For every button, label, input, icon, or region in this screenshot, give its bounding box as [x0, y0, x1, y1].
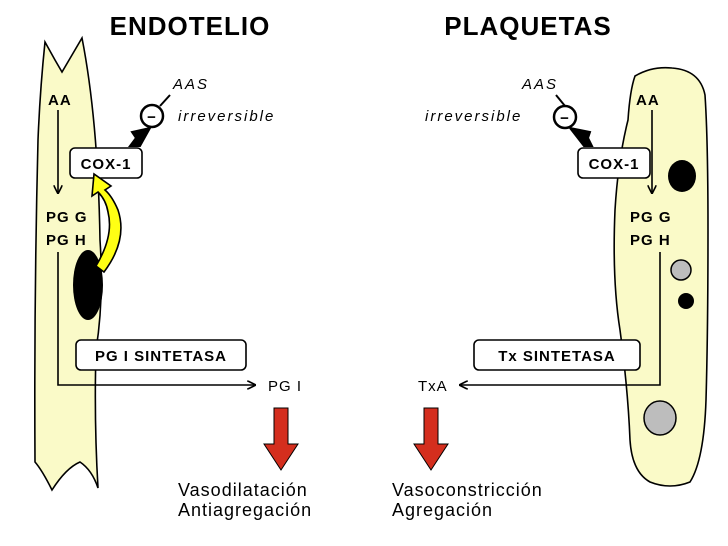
endothelium-effect-vasodilation: Vasodilatación: [178, 480, 308, 500]
platelet-dense-granule: [668, 160, 696, 192]
endothelium-irreversible-label: irreversible: [178, 108, 275, 125]
endothelium-cox1-box: [69, 147, 143, 179]
platelet-tx-synthase-box: [473, 339, 641, 371]
platelet-cox1-box: [577, 147, 651, 179]
platelet-inhibition-arrowhead: [567, 126, 594, 147]
endothelium-effect-arrow: [263, 407, 299, 471]
endothelium-effect-antiaggregation: Antiagregación: [178, 500, 312, 520]
endothelium-minus-sign: −: [147, 109, 157, 126]
endothelium-pgh-to-pgi-arrow: [57, 252, 255, 385]
platelet-cox1-label: COX-1: [589, 156, 640, 173]
platelet-aa-label: AA: [636, 92, 660, 109]
endothelium-inhibition-arrowhead: [128, 126, 152, 147]
platelet-minus-sign: −: [560, 110, 570, 127]
platelet-txa-product: TxA: [418, 378, 448, 395]
platelet-effect-vasoconstriction: Vasoconstricción: [392, 480, 543, 500]
title-endothelium: ENDOTELIO: [110, 11, 271, 41]
platelet-aas-label: AAS: [521, 76, 558, 93]
endothelium-yellow-feedback-arrow: [91, 172, 122, 274]
endothelium-aa-label: AA: [48, 92, 72, 109]
title-platelets: PLAQUETAS: [444, 11, 611, 41]
endothelium-inhibitor-link: [159, 94, 171, 107]
endothelium-nucleus: [73, 250, 103, 320]
platelet-granule-small-black: [678, 293, 694, 309]
endothelium-pgi-product: PG I: [268, 378, 302, 395]
endothelium-pgh-label: PG H: [46, 232, 87, 249]
endothelium-cox1-label: COX-1: [81, 156, 132, 173]
platelet-pgh-to-txa-arrow: [460, 252, 661, 385]
platelet-pgg-label: PG G: [630, 209, 672, 226]
endothelium-aas-label: AAS: [172, 76, 209, 93]
platelet-effect-arrow: [413, 407, 449, 471]
platelet-minus-badge: [552, 104, 578, 130]
platelet-inhibitor-link: [555, 94, 566, 107]
endothelium-pgi-synthase-label: PG I SINTETASA: [95, 348, 227, 365]
platelet-granule-small-gray: [670, 259, 692, 281]
platelet-effect-aggregation: Agregación: [392, 500, 493, 520]
endothelium-pgg-label: PG G: [46, 209, 88, 226]
platelet-irreversible-label: irreversible: [425, 108, 522, 125]
platelet-granule-large-gray: [643, 400, 677, 436]
endothelium-minus-badge: [139, 103, 165, 129]
endothelium-pgi-synthase-box: [75, 339, 247, 371]
platelet-tx-synthase-label: Tx SINTETASA: [498, 348, 616, 365]
platelet-pgh-label: PG H: [630, 232, 671, 249]
